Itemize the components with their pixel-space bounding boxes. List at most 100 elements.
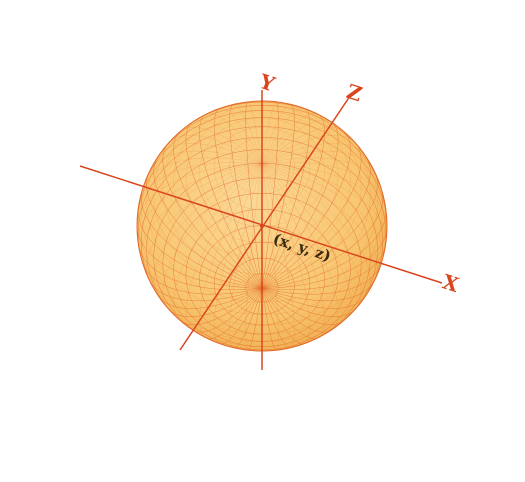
mesh-line	[261, 288, 334, 333]
mesh-line	[248, 101, 263, 164]
mesh-line	[137, 225, 387, 335]
mesh-line	[146, 163, 263, 277]
mesh-line	[261, 260, 383, 295]
mesh-line	[169, 135, 263, 165]
mesh-line	[261, 185, 383, 289]
mesh-line	[142, 261, 380, 342]
mesh-line	[261, 163, 339, 329]
mesh-line	[173, 105, 351, 259]
mesh-line	[261, 163, 387, 223]
mesh-line	[137, 163, 263, 223]
mesh-line	[137, 196, 387, 326]
mesh-line	[138, 161, 263, 206]
sphere-wireframe	[137, 101, 387, 351]
mesh-line	[185, 163, 263, 329]
mesh-line	[153, 103, 371, 290]
mesh-line	[261, 157, 381, 186]
origin-point	[260, 224, 264, 228]
mesh-line	[173, 193, 351, 347]
mesh-line	[332, 249, 378, 330]
mesh-line	[213, 241, 311, 326]
mesh-line	[261, 161, 386, 206]
mesh-line	[261, 287, 369, 309]
y-axis-label: Y	[256, 69, 279, 97]
mesh-line	[141, 185, 263, 289]
mesh-line	[199, 117, 325, 227]
mesh-line	[261, 288, 306, 345]
mesh-line	[137, 126, 387, 262]
mesh-line	[245, 163, 263, 351]
mesh-line	[185, 110, 339, 243]
mesh-line	[141, 163, 383, 315]
mesh-line	[229, 137, 295, 195]
mesh-line	[199, 163, 263, 338]
mesh-line	[234, 104, 263, 164]
mesh-line	[162, 101, 362, 275]
mesh-line	[245, 149, 279, 179]
mesh-line	[146, 149, 378, 326]
mesh-line	[245, 273, 279, 303]
mesh-line	[261, 288, 320, 339]
mesh-line	[261, 163, 387, 241]
mesh-line	[261, 143, 366, 165]
mesh-line	[157, 294, 363, 348]
mesh-line	[296, 105, 371, 195]
mesh-line	[261, 104, 290, 164]
mesh-line	[220, 107, 263, 164]
mesh-line	[155, 287, 263, 309]
z-axis-label: Z	[344, 79, 365, 106]
mesh-line	[180, 101, 349, 137]
mesh-line	[213, 126, 311, 211]
mesh-line	[261, 101, 279, 289]
mesh-line	[162, 163, 263, 309]
mesh-line	[261, 163, 362, 309]
mesh-line	[153, 162, 371, 351]
mesh-line	[185, 324, 333, 351]
mesh-line	[261, 163, 383, 261]
mesh-line	[261, 163, 311, 343]
mesh-line	[162, 141, 263, 289]
mesh-line	[261, 127, 343, 164]
x-axis-label: X	[440, 269, 463, 297]
mesh-line	[153, 104, 374, 170]
mesh-line	[194, 119, 263, 164]
mesh-line	[137, 222, 263, 289]
mesh-line	[245, 101, 263, 289]
mesh-line	[213, 163, 263, 343]
mesh-line	[137, 163, 263, 241]
mesh-line	[162, 177, 362, 351]
mesh-line	[229, 103, 263, 289]
mesh-line	[348, 135, 378, 203]
mesh-line	[261, 130, 351, 289]
mesh-line	[204, 288, 263, 339]
mesh-line	[384, 203, 387, 218]
mesh-line	[261, 163, 279, 351]
mesh-line	[199, 225, 325, 335]
mesh-line	[137, 205, 263, 289]
mesh-line	[261, 101, 276, 164]
mesh-line	[373, 169, 383, 210]
mesh-line	[218, 288, 263, 345]
mesh-line	[261, 113, 317, 164]
mesh-line	[158, 143, 263, 165]
mesh-line	[261, 119, 330, 164]
mesh-line	[261, 103, 295, 289]
mesh-line	[229, 257, 295, 315]
mesh-line	[233, 101, 297, 107]
mesh-line	[261, 205, 387, 289]
mesh-line	[141, 137, 383, 295]
mesh-line	[261, 107, 304, 164]
mesh-line	[261, 135, 355, 165]
mesh-line	[173, 130, 263, 289]
mesh-line	[141, 163, 263, 261]
mesh-line	[261, 222, 387, 289]
mesh-line	[143, 157, 263, 186]
mesh-line	[150, 150, 263, 170]
mesh-line	[141, 260, 263, 295]
mesh-line	[261, 141, 362, 289]
mesh-line	[207, 113, 263, 164]
mesh-line	[140, 110, 386, 204]
mesh-line	[261, 150, 374, 170]
mesh-line	[362, 242, 383, 301]
